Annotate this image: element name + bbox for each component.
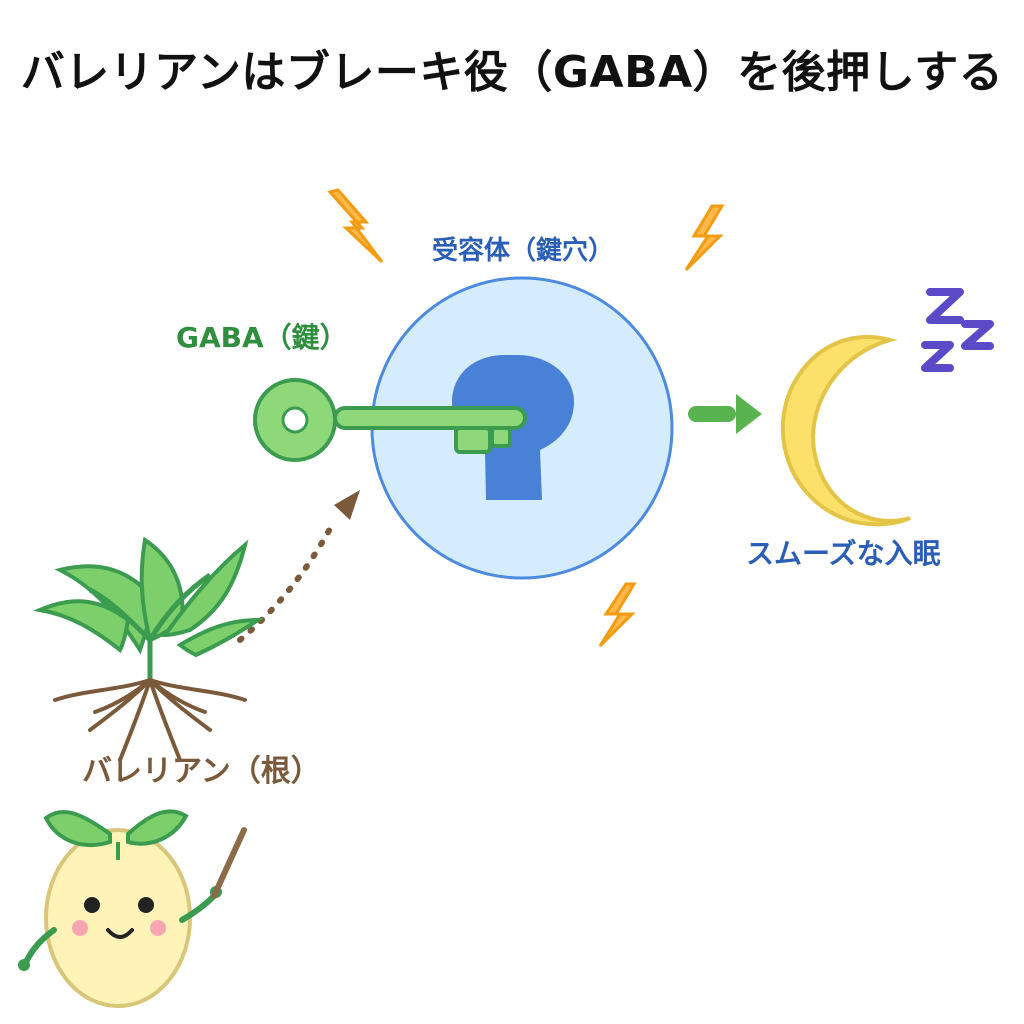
plant-roots-icon bbox=[32, 536, 265, 762]
gaba-label: GABA（鍵） bbox=[176, 321, 348, 354]
sleep-label: スムーズな入眠 bbox=[746, 537, 941, 570]
sprout-mascot-icon bbox=[18, 809, 247, 1008]
receptor-label: 受容体（鍵穴） bbox=[432, 236, 615, 266]
zzz-icon bbox=[921, 288, 994, 372]
key-icon bbox=[253, 378, 527, 462]
lightning-icon bbox=[327, 188, 384, 264]
moon-icon bbox=[780, 335, 911, 527]
dotted-arrow-icon bbox=[237, 490, 360, 643]
lightning-icon bbox=[598, 582, 637, 648]
page-title: バレリアンはブレーキ役（GABA）を後押しする bbox=[20, 47, 1004, 98]
arrow-right-icon bbox=[688, 394, 762, 434]
lightning-icon bbox=[684, 204, 725, 272]
